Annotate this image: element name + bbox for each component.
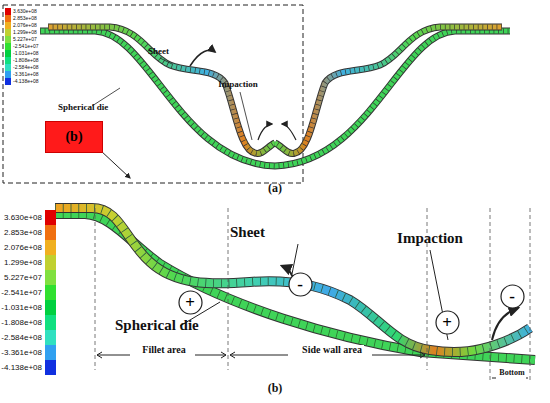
zoom-box: (b) [45,121,103,153]
stress-sign: - [297,276,303,293]
legend-value: 3.630e+08 [13,9,37,14]
legend-swatch [45,345,56,360]
stress-sign: - [509,288,515,305]
legend-swatch [45,225,56,240]
legend-swatch [5,15,11,22]
legend-swatch [45,255,56,270]
part-label: Bottom [497,369,526,377]
part-label: Fillet area [140,345,187,355]
part-label: Spherical die [58,103,108,112]
legend-swatch [45,315,56,330]
legend-swatch [45,300,56,315]
legend-swatch [5,50,11,57]
sign-circle: + [178,290,203,315]
panel-reference: (b) [65,130,82,144]
legend-swatch [5,22,11,29]
legend-value: -1.808e+08 [1,319,42,327]
legend-swatch [45,360,56,375]
legend-swatch [45,270,56,285]
legend-value: -2.584e+08 [13,65,38,70]
legend-value: -3.361e+08 [13,72,38,77]
legend-value: 2.853e+08 [13,16,37,21]
part-label: Impaction [218,80,258,89]
legend-value: 1.299e+08 [4,259,42,267]
legend-value: -1.808e+08 [13,58,38,63]
part-label: Sheet [230,225,265,240]
legend-swatch [45,285,56,300]
part-label: Sheet [148,47,169,56]
panel-caption: (a) [268,182,282,194]
stress-sign: + [442,314,452,331]
legend-value: -4.138e+08 [13,79,38,84]
legend-swatch [5,43,11,50]
part-label: Spherical die [115,318,199,333]
legend-swatch [5,64,11,71]
legend-value: 5.227e+07 [4,274,42,282]
legend-swatch [5,8,11,15]
sign-circle: - [500,284,525,309]
legend-value: -1.031e+08 [13,51,38,56]
legend-swatch [45,210,56,225]
legend-value: -1.031e+08 [1,304,42,312]
legend-value: 5.227e+07 [13,37,37,42]
legend-value: 2.076e+08 [13,23,37,28]
legend-value: -4.138e+08 [1,364,42,372]
legend-value: -2.541e+07 [13,44,38,49]
legend-value: 3.630e+08 [4,214,42,222]
legend-value: -2.584e+08 [1,334,42,342]
legend-swatch [5,57,11,64]
sign-circle: - [288,272,313,297]
legend-swatch [5,78,11,85]
legend-value: 2.853e+08 [4,229,42,237]
stress-sign: + [185,294,195,311]
legend-swatch [45,240,56,255]
part-label: Side wall area [300,345,364,355]
legend-value: -3.361e+08 [1,349,42,357]
legend-value: -2.541e+07 [1,289,42,297]
legend-swatch [5,36,11,43]
legend-value: 1.299e+08 [13,30,37,35]
sign-circle: + [435,310,460,335]
legend-swatch [45,330,56,345]
legend-swatch [5,71,11,78]
part-label: Impaction [397,231,463,246]
legend-swatch [5,29,11,36]
legend-value: 2.076e+08 [4,244,42,252]
panel-caption: (b) [268,382,283,394]
